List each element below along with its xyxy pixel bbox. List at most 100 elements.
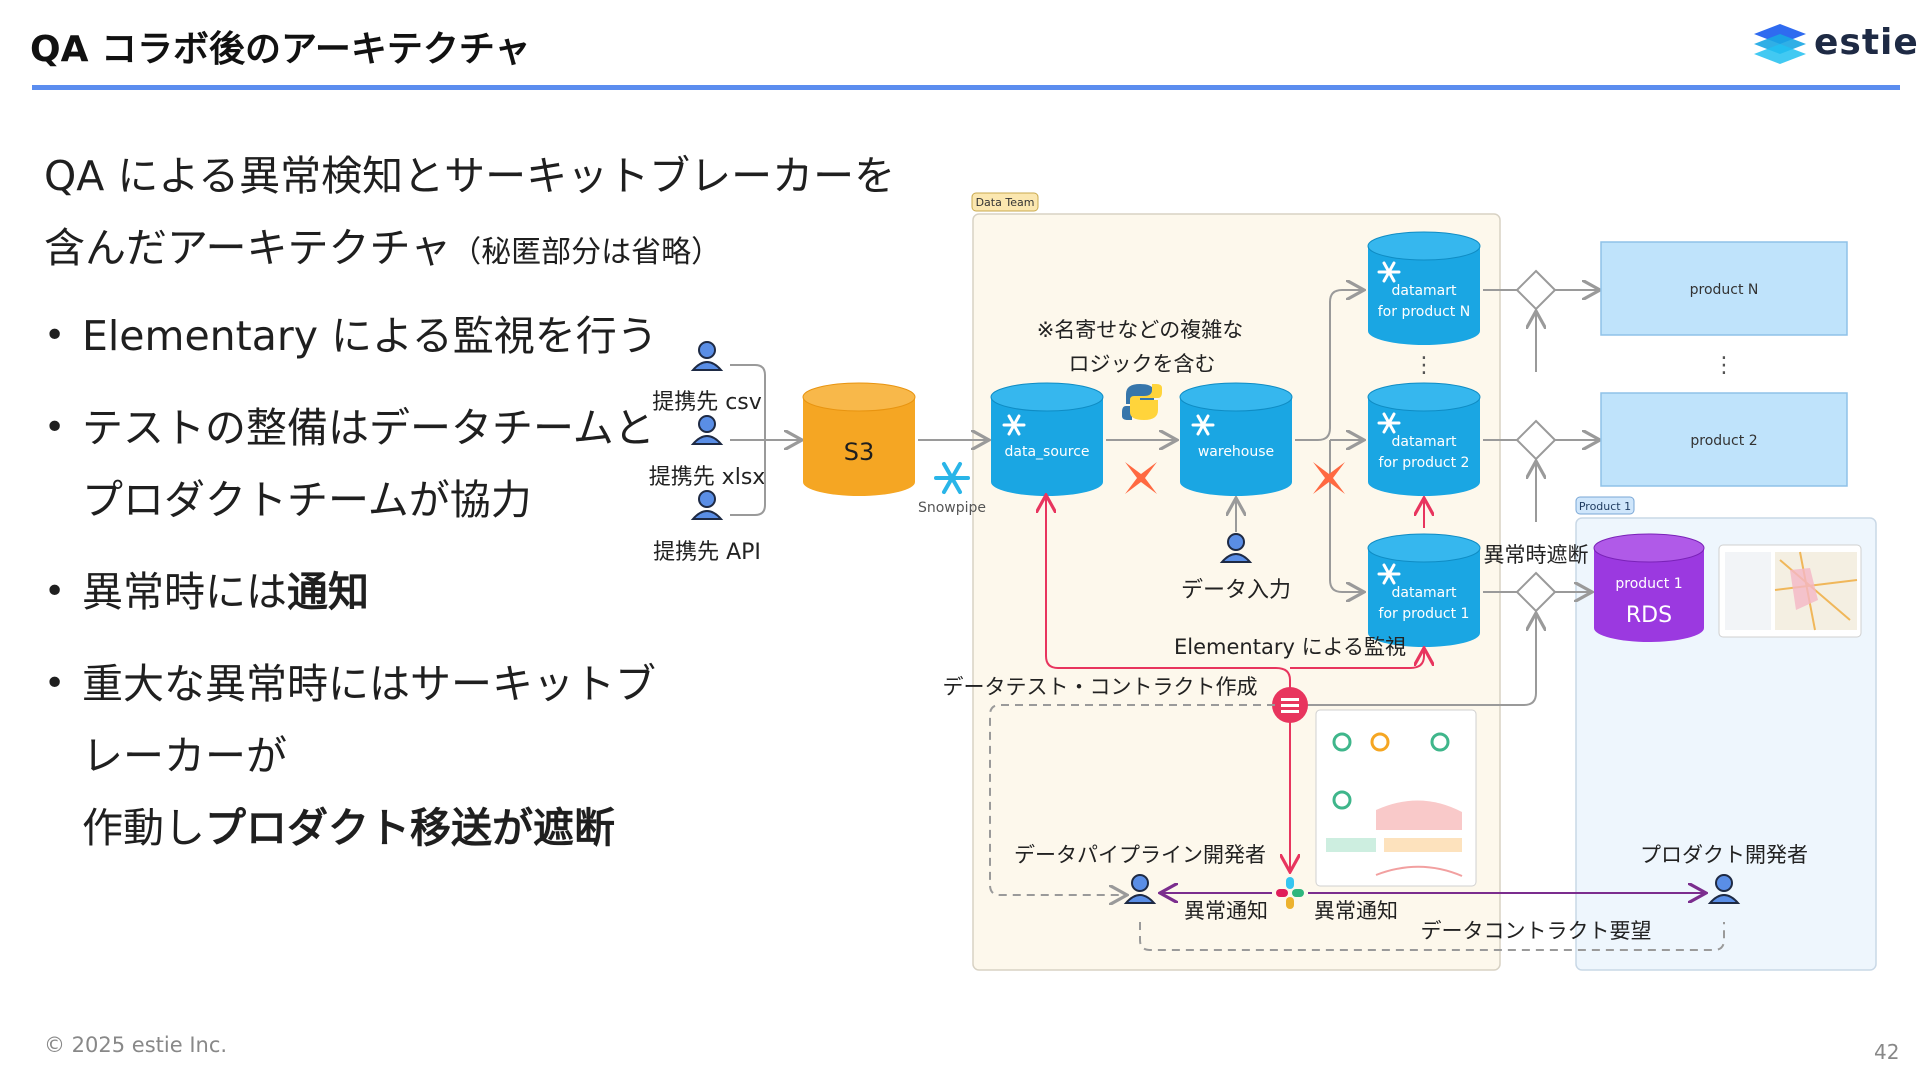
snowflake-icon xyxy=(1377,563,1401,585)
bullet-line: 作動しプロダクト移送が遮断 xyxy=(82,792,684,864)
ellipsis: ⋮ xyxy=(1713,353,1735,378)
rds-cylinder: product 1 RDS xyxy=(1593,533,1705,642)
bullet-text: 重大な異常時にはサーキットブレーカーが xyxy=(82,660,656,780)
complex-note: ロジックを含む xyxy=(1069,352,1216,376)
snowflake-icon xyxy=(1377,412,1401,434)
breaker-trigger xyxy=(1290,615,1536,706)
datamart-label: for product N xyxy=(1378,304,1470,320)
bullet-text: Elementary による監視を行う xyxy=(82,312,658,360)
bullet-bold: 通知 xyxy=(287,568,369,616)
source-label: 提携先 xlsx xyxy=(649,465,766,490)
datamart-label: for product 2 xyxy=(1379,455,1470,471)
arrow-red xyxy=(1290,650,1424,669)
data-source-cylinder: data_source xyxy=(990,382,1104,496)
lead-line-1: QA による異常検知とサーキットブレーカーを xyxy=(44,152,896,200)
dbt-icon xyxy=(1313,462,1345,494)
person-icon xyxy=(1219,533,1253,563)
breaker-diamond xyxy=(1515,419,1557,461)
bullet-item: Elementary による監視を行う xyxy=(44,300,684,372)
lead-note: （秘匿部分は省略） xyxy=(451,235,722,270)
partner-api: 提携先 API xyxy=(653,490,761,565)
elementary-icon xyxy=(1272,687,1308,723)
elementary-monitor-label: Elementary による監視 xyxy=(1174,635,1406,659)
product-dev-label: プロダクト開発者 xyxy=(1640,843,1808,867)
data-team-label: Data Team xyxy=(976,196,1035,209)
person-icon xyxy=(1123,874,1157,904)
rds-label: RDS xyxy=(1626,603,1672,628)
monitor-line xyxy=(1045,497,1291,700)
partner-csv: 提携先 csv xyxy=(652,341,762,415)
datamart-2-cylinder: datamart for product 2 xyxy=(1367,382,1481,496)
datamart-1-cylinder: datamart for product 1 xyxy=(1367,533,1481,647)
breaker-diamond xyxy=(1515,269,1557,311)
bullet-text: 異常時には xyxy=(82,568,287,616)
datamart-label: for product 1 xyxy=(1379,606,1470,622)
arrow-to-datamart-1 xyxy=(1329,440,1362,592)
estie-layers-icon xyxy=(1754,24,1806,64)
lead-line-2: 含んだアーキテクチャ（秘匿部分は省略） xyxy=(44,212,904,289)
datamart-label: datamart xyxy=(1392,283,1458,299)
alert-label: 異常通知 xyxy=(1314,899,1398,923)
s3-label: S3 xyxy=(844,438,875,466)
data-test-label: データテスト・コントラクト作成 xyxy=(943,675,1258,699)
s3-bucket: S3 xyxy=(802,382,916,496)
slack-icon xyxy=(1276,877,1304,909)
product-n-box xyxy=(1600,241,1848,336)
copyright: © 2025 estie Inc. xyxy=(44,1033,228,1057)
product-2-label: product 2 xyxy=(1690,433,1757,449)
complex-note: ※名寄せなどの複雑な xyxy=(1037,318,1244,342)
data-source-label: data_source xyxy=(1004,444,1089,460)
bullet-item: 重大な異常時にはサーキットブレーカーが 作動しプロダクト移送が遮断 xyxy=(44,648,684,864)
product1-tag xyxy=(1575,496,1635,515)
snowflake-icon xyxy=(1377,261,1401,283)
person-icon xyxy=(690,490,724,520)
source-label: 提携先 API xyxy=(653,540,761,565)
snowflake-icon xyxy=(1002,414,1026,436)
datamart-n-cylinder: datamart for product N xyxy=(1367,231,1481,345)
python-icon xyxy=(1122,384,1162,420)
page-number: 42 xyxy=(1874,1040,1900,1064)
bullet-list: Elementary による監視を行う テストの整備はデータチームと プロダクト… xyxy=(44,300,684,884)
datamart-label: datamart xyxy=(1392,434,1458,450)
arrow-to-datamart-n xyxy=(1295,290,1362,441)
data-input-label: データ入力 xyxy=(1181,578,1291,603)
dbt-icon xyxy=(1125,462,1157,494)
bullet-text: プロダクトチームが協力 xyxy=(82,476,532,524)
product-2-box xyxy=(1600,392,1848,487)
slide-title: QA コラボ後のアーキテクチャ xyxy=(30,29,531,70)
source-label: 提携先 csv xyxy=(652,390,762,415)
product1-label: Product 1 xyxy=(1579,500,1631,513)
estie-logo: estie xyxy=(1752,22,1918,70)
warehouse-cylinder: warehouse xyxy=(1179,382,1293,496)
lead-line-2-text: 含んだアーキテクチャ xyxy=(44,224,452,272)
title-divider xyxy=(32,85,1900,90)
product-n-label: product N xyxy=(1690,282,1759,298)
partner-xlsx: 提携先 xlsx xyxy=(649,415,766,490)
contract-request-label: データコントラクト要望 xyxy=(1421,919,1652,943)
person-icon xyxy=(690,415,724,445)
bullet-item: 異常時には通知 xyxy=(44,556,684,628)
product-app-screenshot xyxy=(1718,544,1862,638)
data-team-tag xyxy=(971,192,1039,212)
pipeline-dev-label: データパイプライン開発者 xyxy=(1014,843,1266,867)
breaker-diamond xyxy=(1515,571,1557,613)
bullet-text: 作動し xyxy=(82,804,205,852)
lead-text: QA による異常検知とサーキットブレーカーを 含んだアーキテクチャ（秘匿部分は省… xyxy=(44,140,904,289)
ellipsis: ⋮ xyxy=(1413,353,1435,378)
alert-label: 異常通知 xyxy=(1184,899,1268,923)
bullet-item: テストの整備はデータチームと プロダクトチームが協力 xyxy=(44,392,684,536)
snowflake-icon xyxy=(1191,414,1215,436)
elementary-dashboard-screenshot xyxy=(1315,709,1477,887)
circuit-break-label: 異常時遮断 xyxy=(1484,543,1589,567)
bullet-text: テストの整備はデータチームと xyxy=(82,404,655,452)
snowpipe-label: Snowpipe xyxy=(918,500,986,516)
datamart-label: datamart xyxy=(1392,585,1458,601)
person-icon xyxy=(690,341,724,371)
bullet-bold: プロダクト移送が遮断 xyxy=(205,804,615,852)
rds-label: product 1 xyxy=(1615,576,1682,592)
logo-text: estie xyxy=(1814,22,1919,63)
warehouse-label: warehouse xyxy=(1198,444,1274,460)
snowflake-icon xyxy=(934,462,970,494)
person-icon xyxy=(1707,874,1741,904)
